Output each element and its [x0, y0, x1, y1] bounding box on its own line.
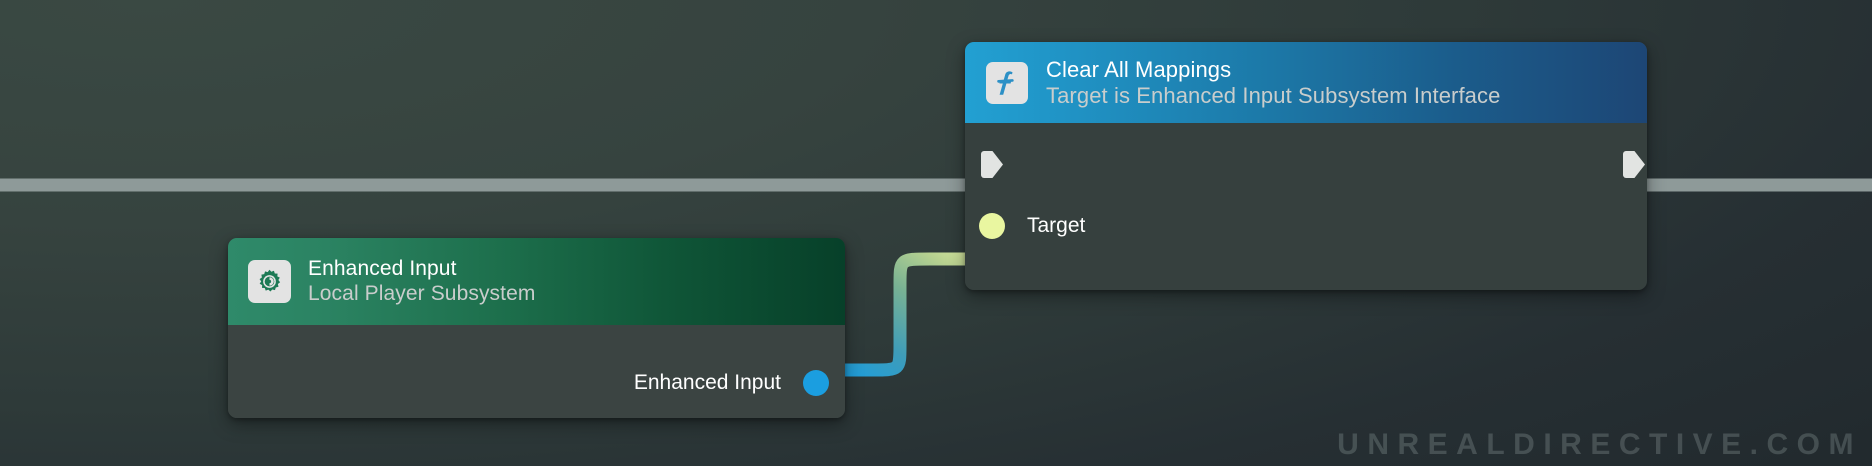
pin-enhanced-input-output[interactable]: Enhanced Input — [228, 370, 845, 396]
node-body-clear-all-mappings: Target — [965, 123, 1647, 290]
pin-enhanced-input-output-label: Enhanced Input — [633, 371, 781, 394]
pin-exec-out[interactable] — [1623, 151, 1645, 178]
node-title: Enhanced Input — [308, 256, 457, 280]
watermark: UNREALDIRECTIVE.COM — [1337, 428, 1862, 461]
node-header-enhanced-input[interactable]: Enhanced Input Local Player Subsystem — [228, 238, 845, 325]
object-pin-icon[interactable] — [803, 370, 829, 396]
node-header-clear-all-mappings[interactable]: Clear All Mappings Target is Enhanced In… — [965, 42, 1647, 123]
node-title-block: Clear All Mappings Target is Enhanced In… — [1046, 57, 1500, 109]
function-f-icon — [986, 61, 1028, 104]
node-subtitle: Local Player Subsystem — [308, 281, 536, 305]
gear-icon — [248, 260, 291, 303]
exec-arrow-icon[interactable] — [1623, 151, 1645, 178]
pin-target[interactable]: Target — [979, 213, 1085, 239]
node-enhanced-input[interactable]: Enhanced Input Local Player Subsystem En… — [228, 238, 845, 418]
node-title-block: Enhanced Input Local Player Subsystem — [308, 257, 535, 307]
pin-exec-in[interactable] — [981, 151, 1003, 178]
exec-arrow-icon[interactable] — [981, 151, 1003, 178]
object-pin-icon[interactable] — [979, 213, 1005, 239]
node-title: Clear All Mappings — [1046, 56, 1232, 82]
node-clear-all-mappings[interactable]: Clear All Mappings Target is Enhanced In… — [965, 42, 1647, 290]
pin-target-label: Target — [1027, 214, 1086, 237]
node-subtitle: Target is Enhanced Input Subsystem Inter… — [1046, 82, 1501, 108]
node-body-enhanced-input: Enhanced Input — [228, 325, 845, 418]
